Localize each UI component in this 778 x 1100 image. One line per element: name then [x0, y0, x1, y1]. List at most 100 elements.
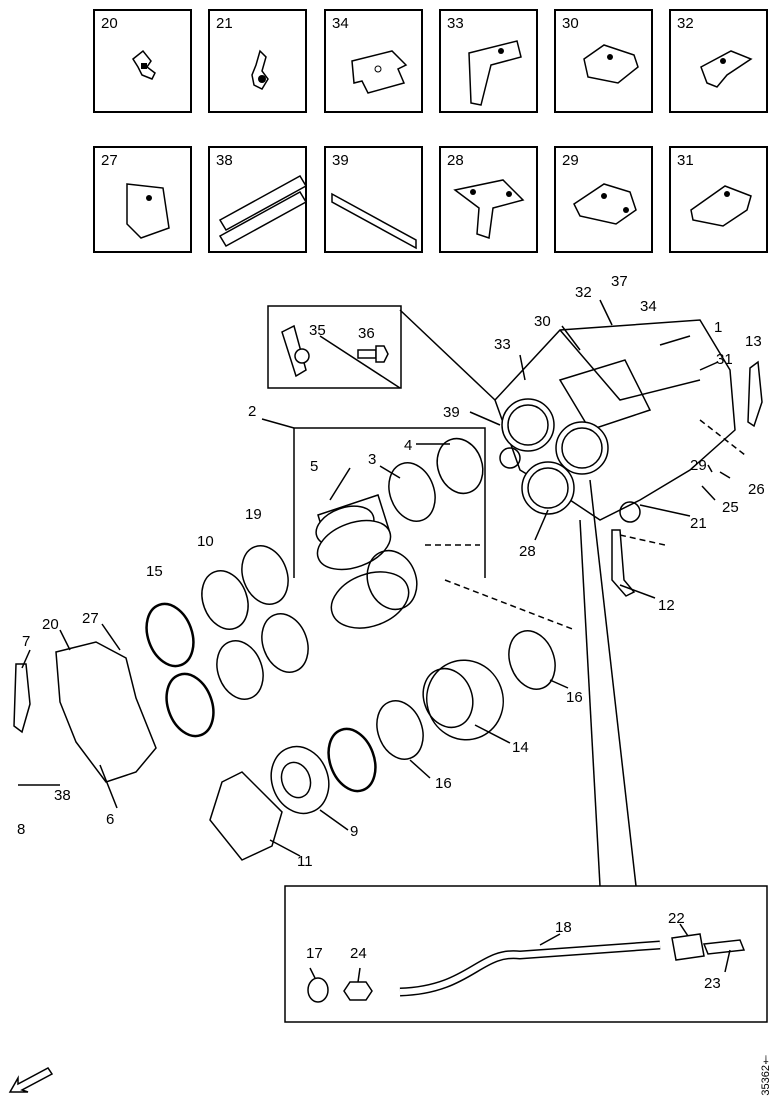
part-24-nut — [343, 981, 373, 1001]
bracket-clip-icon — [132, 49, 156, 80]
callout-24: 24 — [350, 945, 367, 962]
clamp-bracket-icon — [573, 183, 637, 225]
thumbnail-label: 38 — [216, 152, 233, 169]
thumbnail-label: 33 — [447, 15, 464, 32]
callout-16b: 16 — [435, 775, 452, 792]
callout-25: 25 — [722, 499, 739, 516]
thumbnail-box-20: 20 — [93, 9, 192, 113]
thumbnail-label: 20 — [101, 15, 118, 32]
callout-18: 18 — [555, 919, 572, 936]
part-23-sensor — [702, 939, 746, 955]
part-7-clip — [13, 663, 31, 734]
callout-38: 38 — [54, 787, 71, 804]
thumbnail-box-30: 30 — [554, 9, 653, 113]
callout-6: 6 — [106, 811, 114, 828]
callout-22: 22 — [668, 910, 685, 927]
support-bracket-icon — [583, 44, 639, 84]
callout-32: 32 — [575, 284, 592, 301]
ring-15 — [145, 602, 195, 668]
callout-labels: 1 2 3 4 5 6 7 8 9 10 11 12 13 14 15 16 1… — [17, 273, 765, 992]
callout-31: 31 — [716, 351, 733, 368]
thumbnail-label: 32 — [677, 15, 694, 32]
thumbnail-box-27: 27 — [93, 146, 192, 253]
dpf-housing — [494, 319, 736, 523]
callout-26: 26 — [748, 481, 765, 498]
thumbnail-box-29: 29 — [554, 146, 653, 253]
mount-bracket-icon — [453, 179, 525, 239]
thumbnail-label: 21 — [216, 15, 233, 32]
callout-33: 33 — [494, 336, 511, 353]
callout-35: 35 — [309, 322, 326, 339]
callout-20: 20 — [42, 616, 59, 633]
part-22-plate — [671, 933, 705, 961]
thumbnail-box-38: 38 — [208, 146, 308, 253]
sensor-clip-icon — [251, 49, 269, 90]
thumbnail-box-39: 39 — [324, 146, 423, 253]
thumbnail-label: 29 — [562, 152, 579, 169]
callout-5: 5 — [310, 458, 318, 475]
callout-36: 36 — [358, 325, 375, 342]
gasket-strip-icon — [331, 192, 417, 250]
part-14-cylinder — [422, 659, 504, 741]
callout-8: 8 — [17, 821, 25, 838]
callout-39: 39 — [443, 404, 460, 421]
thumbnail-label: 28 — [447, 152, 464, 169]
ring-3 — [388, 462, 436, 522]
callout-2: 2 — [248, 403, 256, 420]
ring-mid-b — [216, 640, 264, 700]
callout-28: 28 — [519, 543, 536, 560]
direction-arrow — [8, 1067, 54, 1093]
part-12-bracket — [611, 529, 636, 597]
callout-12: 12 — [658, 597, 675, 614]
flat-bracket-icon — [351, 50, 408, 94]
callout-34: 34 — [640, 298, 657, 315]
group-box-2 — [294, 427, 486, 578]
thumbnail-box-34: 34 — [324, 9, 423, 113]
part-11-shield — [209, 771, 283, 861]
thumbnail-box-31: 31 — [669, 146, 768, 253]
u-bracket-icon — [690, 185, 752, 227]
filter-cylinder-upper — [315, 494, 392, 571]
callout-1: 1 — [714, 319, 722, 336]
thumbnail-label: 39 — [332, 152, 349, 169]
part-6-heat-shield — [55, 641, 157, 783]
callout-7: 7 — [22, 633, 30, 650]
part-13-bracket — [747, 360, 763, 428]
ring-19 — [241, 545, 289, 605]
ring-clamp — [327, 727, 377, 793]
callout-21: 21 — [690, 515, 707, 532]
thumbnail-label: 34 — [332, 15, 349, 32]
ring-16-b — [376, 700, 424, 760]
ring-10 — [201, 570, 249, 630]
callout-16a: 16 — [566, 689, 583, 706]
thumbnail-box-28: 28 — [439, 146, 538, 253]
callout-27: 27 — [82, 610, 99, 627]
tube-seal-icon — [218, 174, 308, 248]
callout-10: 10 — [197, 533, 214, 550]
thumbnail-box-21: 21 — [208, 9, 307, 113]
part-35-clip — [281, 324, 310, 378]
ring-lower — [165, 672, 215, 738]
callout-14: 14 — [512, 739, 529, 756]
ring-mid-a — [261, 613, 309, 673]
callout-19: 19 — [245, 506, 262, 523]
thumbnail-label: 31 — [677, 152, 694, 169]
thumbnail-box-33: 33 — [439, 9, 538, 113]
thumbnail-label: 30 — [562, 15, 579, 32]
callout-29: 29 — [690, 457, 707, 474]
part-36-bolt — [357, 345, 389, 363]
callout-37: 37 — [611, 273, 628, 290]
thumbnail-box-32: 32 — [669, 9, 768, 113]
callout-13: 13 — [745, 333, 762, 350]
callout-9: 9 — [350, 823, 358, 840]
callout-23: 23 — [704, 975, 721, 992]
callout-15: 15 — [146, 563, 163, 580]
callout-3: 3 — [368, 451, 376, 468]
ring-16-a — [508, 630, 556, 690]
plate-icon — [126, 183, 170, 239]
ring-4 — [436, 437, 484, 495]
callout-4: 4 — [404, 437, 412, 454]
callout-30: 30 — [534, 313, 551, 330]
thumbnail-label: 27 — [101, 152, 118, 169]
